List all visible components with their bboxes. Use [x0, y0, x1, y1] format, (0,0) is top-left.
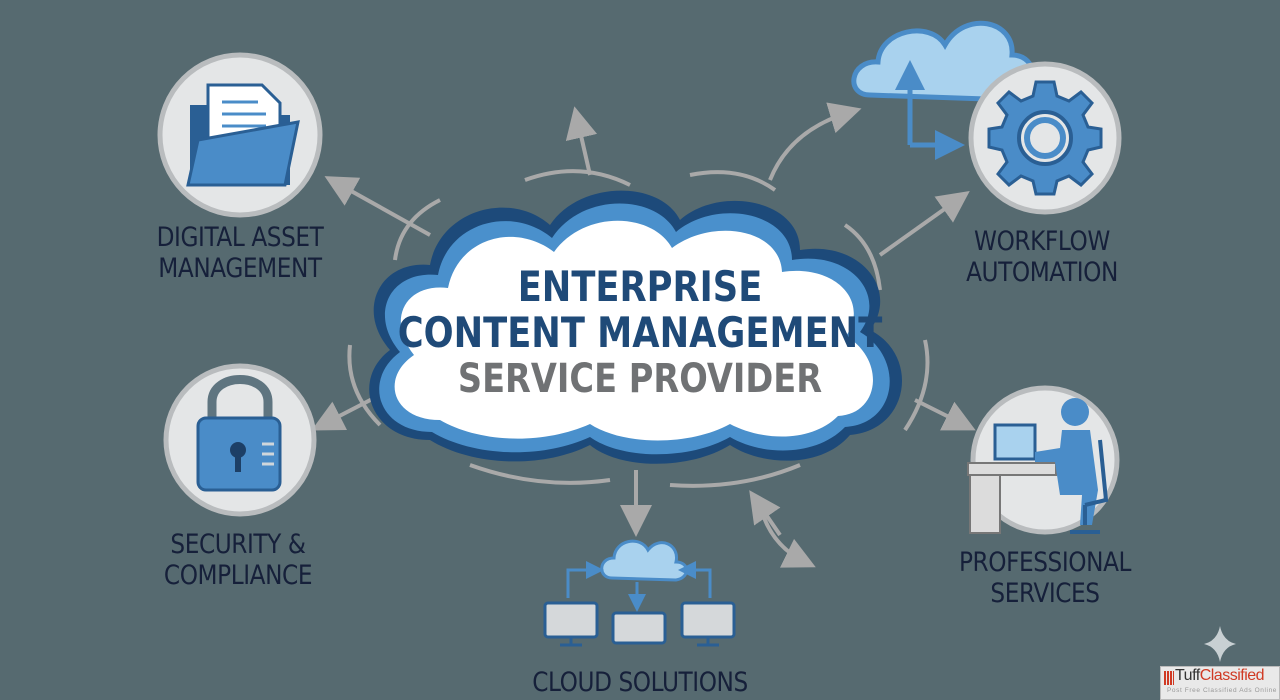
- workflow-label-line2: AUTOMATION: [966, 257, 1118, 288]
- connector-arrows: [311, 102, 976, 568]
- watermark-brand: TuffClassified: [1175, 667, 1265, 684]
- center-title-line2: CONTENT MANAGEMENT: [397, 308, 883, 357]
- dam-label: DIGITAL ASSET MANAGEMENT: [154, 222, 326, 284]
- workflow-node: [851, 20, 1122, 215]
- professional-label: PROFESSIONAL SERVICES: [950, 547, 1139, 609]
- bar-chart-icon: [1164, 671, 1174, 685]
- watermark-tagline: Post Free Classified Ads Online: [1167, 687, 1278, 694]
- cloud-solutions-label: CLOUD SOLUTIONS: [532, 667, 748, 698]
- gear-icon: [987, 80, 1103, 196]
- folder-document-icon: [186, 83, 300, 187]
- sparkle-icon: [1204, 626, 1236, 662]
- watermark-logo: TuffClassified Post Free Classified Ads …: [1160, 666, 1280, 700]
- workflow-label-line1: WORKFLOW: [974, 226, 1110, 257]
- security-label-line2: COMPLIANCE: [163, 560, 313, 591]
- center-title-line1: ENTERPRISE: [517, 262, 763, 311]
- dam-node: [157, 52, 323, 218]
- workflow-label: WORKFLOW AUTOMATION: [956, 226, 1128, 288]
- professional-label-line2: SERVICES: [990, 578, 1100, 609]
- professional-label-line1: PROFESSIONAL: [958, 547, 1132, 578]
- professional-node: [967, 385, 1120, 535]
- security-label: SECURITY & COMPLIANCE: [152, 529, 324, 591]
- center-subtitle: SERVICE PROVIDER: [457, 356, 823, 402]
- dam-label-line1: DIGITAL ASSET: [156, 222, 324, 253]
- central-cloud: [369, 190, 903, 464]
- dam-label-line2: MANAGEMENT: [158, 253, 322, 284]
- cloud-network-icon: [543, 539, 736, 647]
- security-node: [163, 363, 317, 517]
- padlock-icon: [196, 375, 282, 492]
- security-label-line1: SECURITY &: [170, 529, 306, 560]
- person-at-desk-icon: [967, 398, 1109, 534]
